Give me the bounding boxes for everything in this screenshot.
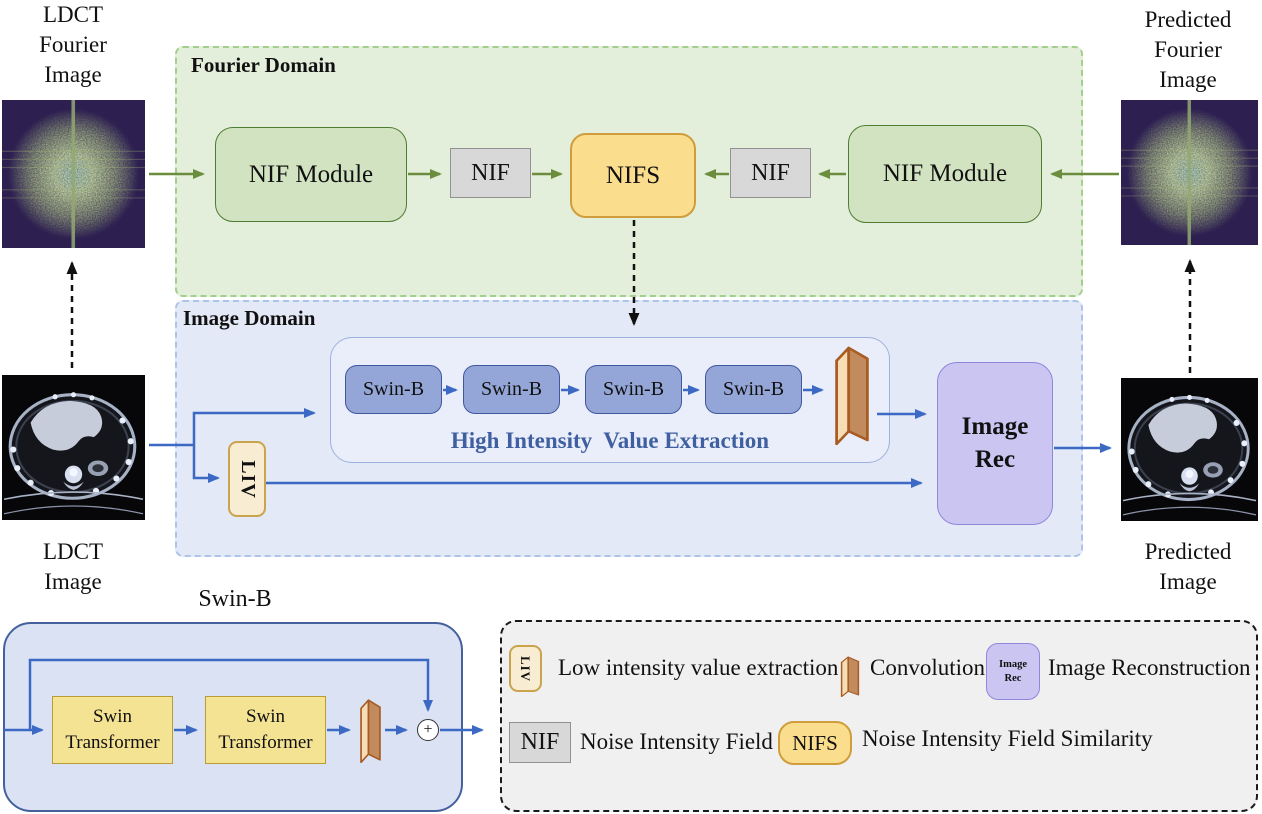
swin-b-block-1: Swin-B xyxy=(345,365,442,414)
legend-image-rec-label: Image Reconstruction xyxy=(1048,655,1251,680)
nif-left-box: NIF xyxy=(450,148,531,198)
add-operator-icon: + xyxy=(417,719,439,741)
legend-liv-label: Low intensity value extraction xyxy=(558,655,839,680)
image-rec-box: Image Rec xyxy=(937,362,1053,525)
label-line: Predicted xyxy=(1144,7,1232,32)
legend-nif-label: Noise Intensity Field xyxy=(580,729,773,754)
nif-right-box: NIF xyxy=(730,148,811,198)
convolution-icon xyxy=(830,343,874,450)
nif-module-left-box: NIF Module xyxy=(215,127,407,222)
legend-image-rec-icon: Image Rec xyxy=(986,643,1040,700)
fourier-domain-title: Fourier Domain xyxy=(191,53,336,77)
swin-b-block-2: Swin-B xyxy=(463,365,560,414)
label-line: Image xyxy=(44,569,102,594)
label-line: LDCT xyxy=(42,2,104,27)
nif-module-right-box: NIF Module xyxy=(848,125,1042,223)
liv-label: LIV xyxy=(236,459,259,499)
ldct-fourier-image-label: LDCT Fourier Image xyxy=(0,0,146,90)
label-line: Image xyxy=(44,62,102,87)
swin-transformer-1-box: Swin Transformer xyxy=(52,696,173,764)
legend-nif-icon: NIF xyxy=(509,722,571,763)
label-line: Fourier xyxy=(1154,37,1222,62)
label-line: Predicted xyxy=(1144,539,1232,564)
legend-nifs-icon: NIFS xyxy=(778,721,852,765)
image-domain-title: Image Domain xyxy=(183,306,316,330)
legend-liv-text: LIV xyxy=(518,655,534,682)
predicted-image-label: Predicted Image xyxy=(1114,537,1262,597)
legend-panel xyxy=(500,620,1258,812)
label-line: Image xyxy=(1159,67,1217,92)
ldct-fourier-image xyxy=(2,100,145,248)
legend-nifs-label: Noise Intensity Field Similarity xyxy=(862,726,1153,751)
liv-box: LIV xyxy=(228,441,266,517)
predicted-ct-image xyxy=(1121,378,1258,521)
label-line: LDCT xyxy=(42,539,104,564)
swin-b-block-3: Swin-B xyxy=(585,365,682,414)
predicted-fourier-image-label: Predicted Fourier Image xyxy=(1114,5,1262,95)
nifs-box: NIFS xyxy=(570,133,696,218)
label-line: Image xyxy=(1159,569,1217,594)
convolution-icon-small xyxy=(357,697,384,768)
label-line: Fourier xyxy=(39,32,107,57)
legend-convolution-icon xyxy=(838,655,862,702)
legend-convolution-label: Convolution xyxy=(870,655,986,680)
high-intensity-extraction-label: High Intensity Value Extraction xyxy=(450,428,770,453)
swin-b-detail-title: Swin-B xyxy=(198,586,272,612)
swin-b-block-4: Swin-B xyxy=(705,365,802,414)
legend-liv-icon: LIV xyxy=(509,645,542,692)
ldct-image-label: LDCT Image xyxy=(0,537,146,597)
ldct-ct-image xyxy=(2,375,145,520)
predicted-fourier-image xyxy=(1121,100,1258,245)
swin-transformer-2-box: Swin Transformer xyxy=(205,696,326,764)
